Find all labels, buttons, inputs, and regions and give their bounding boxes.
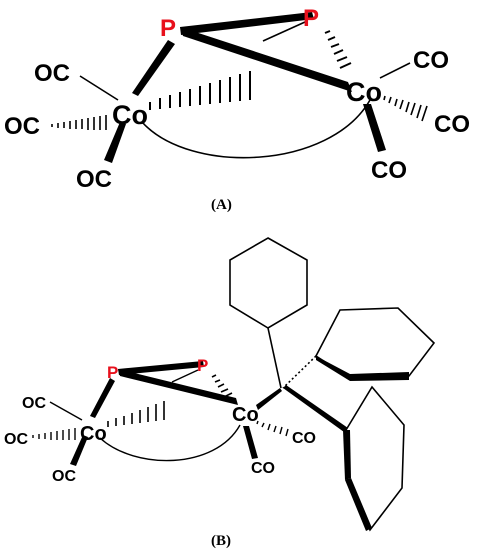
atom-co-right-b: Co: [232, 404, 259, 426]
cyclohexyl-ring-3-wedge: [343, 430, 351, 480]
bond-pright-coright-b: [211, 374, 233, 398]
atom-p-left-b: P: [107, 363, 118, 382]
bond-coright-co3-a: [363, 104, 386, 152]
bond-co-co-b: [107, 401, 165, 427]
panel-a-structure: P P Co Co OC OC OC CO CO CO (A): [4, 5, 470, 213]
bond-coleft-oc2-a: [51, 115, 107, 130]
bond-cq-cy3-wedge: [283, 385, 348, 432]
atom-co-left-a: Co: [112, 100, 148, 130]
cyclohexyl-ring-1: [229, 237, 308, 329]
bond-pleft-coright-a: [180, 27, 352, 92]
bond-coleft-oc1-b: [49, 401, 83, 421]
atom-p-left-a: P: [160, 15, 176, 42]
cyclohexyl-ring-3: [345, 385, 405, 532]
bond-pleft-coleft-b: [90, 378, 115, 418]
ligand-oc-b-1: OC: [22, 395, 46, 412]
panel-b-structure: P P Co Co OC OC OC CO CO (B): [4, 237, 436, 549]
bond-coleft-oc1-a: [79, 75, 119, 101]
bridging-arc-b: [99, 424, 241, 462]
ligand-co-a-2: CO: [434, 111, 470, 138]
bond-pright-coright-a: [324, 30, 352, 69]
ligand-oc-a-2: OC: [4, 113, 40, 140]
bond-pright-coleft-b: [171, 369, 199, 383]
ligand-co-b-2: CO: [251, 460, 275, 477]
atom-co-right-a: Co: [346, 77, 382, 107]
bond-pleft-coright-b: [118, 369, 238, 405]
bond-coright-co1-b: [256, 420, 289, 437]
bridging-arc-a: [141, 99, 371, 159]
bond-co-co-a: [149, 71, 251, 110]
cyclohexyl-ring-2-wedge: [316, 356, 350, 381]
bond-p-p-b: [118, 361, 204, 375]
ligand-co-b-1: CO: [292, 430, 316, 447]
panel-label-b: (B): [211, 533, 231, 549]
bond-p-p-a: [180, 12, 314, 35]
cyclohexyl-ring-3-wedge-2: [345, 478, 372, 531]
bond-coleft-oc2-b: [32, 428, 76, 440]
bond-cq-cy2: [282, 355, 317, 389]
ligand-co-a-1: CO: [413, 47, 449, 74]
bond-cq-cy1: [267, 327, 282, 389]
atom-p-right-a: P: [303, 5, 319, 32]
ligand-co-a-3: CO: [371, 157, 407, 184]
cyclohexyl-ring-2-wedge-2: [350, 372, 409, 381]
atom-p-right-b: P: [197, 356, 208, 375]
bond-coright-co2-b: [243, 426, 258, 459]
panel-label-a: (A): [211, 197, 232, 213]
bond-coleft-oc3-b: [70, 435, 88, 466]
atom-co-left-b: Co: [80, 423, 107, 445]
bond-pright-coleft-a: [262, 21, 306, 42]
bond-pleft-coleft-a: [132, 40, 175, 96]
ligand-oc-b-2: OC: [4, 431, 28, 448]
ligand-oc-b-3: OC: [52, 468, 76, 485]
bond-coright-co2-a: [383, 95, 428, 122]
bond-coright-cq-b: [256, 388, 282, 410]
bond-coleft-oc3-a: [104, 122, 126, 163]
ligand-oc-a-1: OC: [34, 60, 70, 87]
bond-coright-co1-a: [379, 62, 411, 79]
ligand-oc-a-3: OC: [76, 166, 112, 193]
